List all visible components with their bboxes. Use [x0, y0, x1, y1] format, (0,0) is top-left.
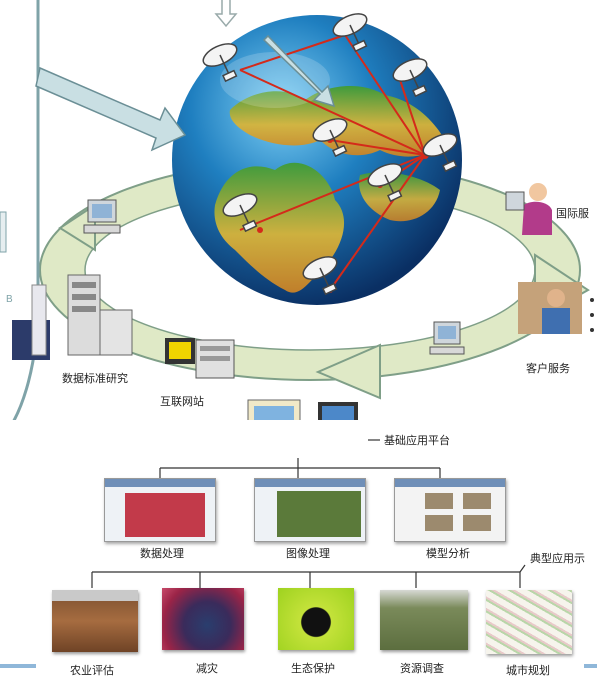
left-fragment-letter: B [6, 294, 13, 305]
label-international: 国际服 [556, 207, 589, 220]
panel-fragment [0, 211, 7, 253]
label-data-standard: 数据标准研究 [62, 372, 128, 385]
dish-icon [392, 58, 428, 98]
satellite-dishes [202, 13, 458, 296]
bottom-bar-fragment-left [0, 664, 36, 668]
dish-icon [422, 133, 458, 173]
dish-icon [367, 163, 403, 203]
network-diagram [0, 0, 594, 420]
platform-computer-icon [247, 399, 358, 420]
presenter-photo [518, 282, 594, 334]
client-computer-icon [429, 321, 465, 355]
label-internet-site: 互联网站 [160, 395, 204, 408]
app-photo-agriculture [52, 590, 138, 652]
app-photo-resources [380, 590, 468, 650]
pointer-arrow-icon [262, 34, 336, 108]
person-at-desk-icon [505, 183, 552, 235]
module-thumb-image-processing [254, 478, 366, 542]
app-photo-disaster [162, 588, 244, 650]
desktop-computer-icon [83, 199, 121, 234]
dish-icon [202, 43, 238, 83]
app-label: 城市规划 [506, 664, 550, 677]
dish-icon [222, 193, 258, 233]
app-photo-urban [486, 590, 572, 654]
label-customer-service: 客户服务 [526, 362, 570, 375]
web-server-icon [165, 338, 235, 379]
platform-tree-lines [91, 439, 526, 588]
person-fragment-icon [12, 284, 50, 360]
module-thumb-data-processing [104, 478, 216, 542]
module-label: 数据处理 [140, 547, 184, 560]
label-typical-apps: 典型应用示 [530, 552, 585, 565]
module-thumb-model-analysis [394, 478, 506, 542]
satellite-links [239, 34, 426, 291]
server-rack-icon [67, 274, 133, 356]
app-label: 减灾 [196, 662, 218, 675]
module-label: 模型分析 [426, 547, 470, 560]
app-photo-ecology [278, 588, 354, 650]
app-label: 资源调查 [400, 662, 444, 675]
dish-icon [312, 118, 348, 158]
bottom-bar-fragment-right [584, 664, 597, 668]
ring-arrow-bottom [315, 343, 381, 400]
label-platform: 基础应用平台 [384, 434, 450, 447]
module-label: 图像处理 [286, 547, 330, 560]
app-label: 生态保护 [291, 662, 335, 675]
down-arrow-icon [214, 0, 238, 28]
dish-icon [332, 13, 368, 53]
app-label: 农业评估 [70, 664, 114, 677]
callout-arrow-icon [35, 66, 187, 152]
dish-icon [302, 256, 338, 296]
